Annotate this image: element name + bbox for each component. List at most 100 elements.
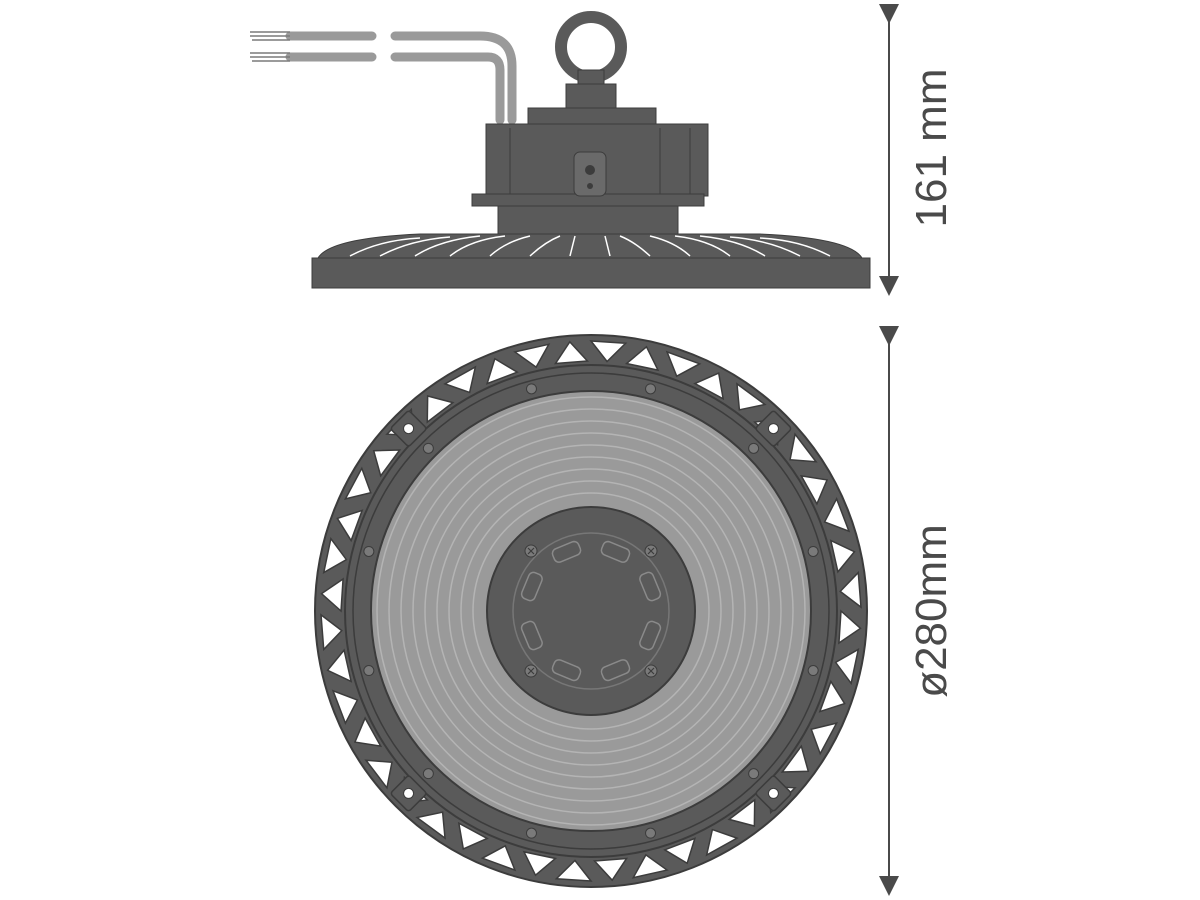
vent-slot [693, 372, 725, 401]
vent-slot [818, 679, 846, 713]
lens-ring [400, 420, 782, 802]
screw-icon [525, 827, 537, 839]
vent-slot [353, 716, 383, 748]
screw-icon [807, 665, 819, 677]
vent-slot [789, 432, 818, 463]
wire-ends-icon [250, 28, 392, 65]
screw-icon [644, 664, 658, 678]
lens-ring [472, 492, 710, 730]
vent-slot [727, 798, 756, 827]
lens-ring [460, 480, 722, 742]
vent-slot [799, 474, 829, 506]
mount-tab [390, 775, 427, 812]
vent-slot [480, 844, 517, 872]
diameter-dimension: ø280mm [879, 326, 956, 896]
hub-slot [520, 620, 543, 651]
vent-slot [665, 350, 702, 378]
screw-icon [807, 545, 819, 557]
hub-slot [639, 571, 662, 602]
mount-tab-hole [767, 787, 779, 799]
vent-slot [372, 449, 402, 478]
mount-tab [755, 410, 792, 447]
screw-slot [527, 547, 535, 555]
vent-slot [823, 497, 851, 533]
mount-tab [390, 410, 427, 447]
mount-tab [755, 775, 792, 812]
vent-slot [457, 821, 489, 850]
lamp-bottom-view-icon [314, 334, 868, 888]
vent-slot [426, 395, 455, 424]
vent-slot [343, 466, 372, 500]
vent-slot [839, 570, 862, 609]
height-dimension: 161 mm [879, 4, 956, 296]
diameter-label: ø280mm [907, 524, 956, 698]
heatsink-icon [311, 233, 871, 289]
vent-slot [838, 609, 862, 645]
screw-icon [524, 664, 538, 678]
vent-slot [810, 722, 839, 756]
screw-icon [422, 768, 434, 780]
vent-slot [663, 837, 697, 865]
screw-slot [647, 667, 655, 675]
height-label: 161 mm [907, 69, 956, 228]
screw-icon [524, 544, 538, 558]
hub-slot [551, 540, 582, 563]
screw-slot [647, 547, 655, 555]
mount-tab-hole [403, 423, 415, 435]
hub-slot [639, 620, 662, 651]
vent-slot [553, 340, 590, 365]
vent-slot [780, 744, 810, 773]
hub-slots [520, 540, 662, 682]
vent-slot [705, 828, 739, 857]
hub-slot [520, 571, 543, 602]
cable-icon [285, 31, 517, 125]
hub-slot [551, 659, 582, 682]
lens-ring [424, 444, 758, 778]
vent-slot [485, 357, 519, 385]
vent-slot [829, 539, 856, 574]
lens-ring [436, 456, 746, 766]
lens-ring [448, 468, 734, 754]
mount-tabs [390, 410, 792, 812]
screw-icon [645, 827, 657, 839]
driver-housing-icon [471, 83, 709, 235]
vent-slot [631, 853, 669, 879]
center-hub-icon [486, 506, 696, 716]
vent-slot [624, 345, 660, 372]
screw-icon [644, 544, 658, 558]
screw-icon [363, 545, 375, 557]
screws [363, 383, 819, 839]
vent-slot [589, 340, 628, 363]
vent-slot [336, 509, 364, 543]
vent-slot [834, 647, 860, 686]
lens-ring [388, 408, 794, 814]
vent-slot [513, 343, 551, 369]
eye-bolt-icon [555, 11, 627, 87]
vent-slot [592, 857, 629, 882]
mount-tab-hole [403, 787, 415, 799]
vent-slot [443, 365, 477, 394]
screw-icon [748, 442, 760, 454]
lamp-side-view-icon [250, 11, 871, 289]
hub-screws [524, 544, 658, 678]
vent-slot [322, 536, 348, 575]
vent-slots [320, 340, 862, 882]
screw-icon [363, 665, 375, 677]
vent-slot [320, 577, 344, 613]
vent-slot [364, 759, 393, 790]
lens-ring [376, 396, 806, 826]
hub-slot [600, 540, 631, 563]
lens-ring [412, 432, 770, 790]
hub-slot [600, 659, 631, 682]
vent-slot [522, 850, 558, 877]
screw-icon [525, 383, 537, 395]
vent-slot [331, 689, 359, 725]
screw-slot [527, 667, 535, 675]
vent-slot [326, 648, 353, 683]
vent-slot [736, 382, 767, 411]
vent-slot [320, 613, 343, 652]
lens-rings [376, 396, 806, 826]
screw-icon [645, 383, 657, 395]
screw-icon [422, 442, 434, 454]
